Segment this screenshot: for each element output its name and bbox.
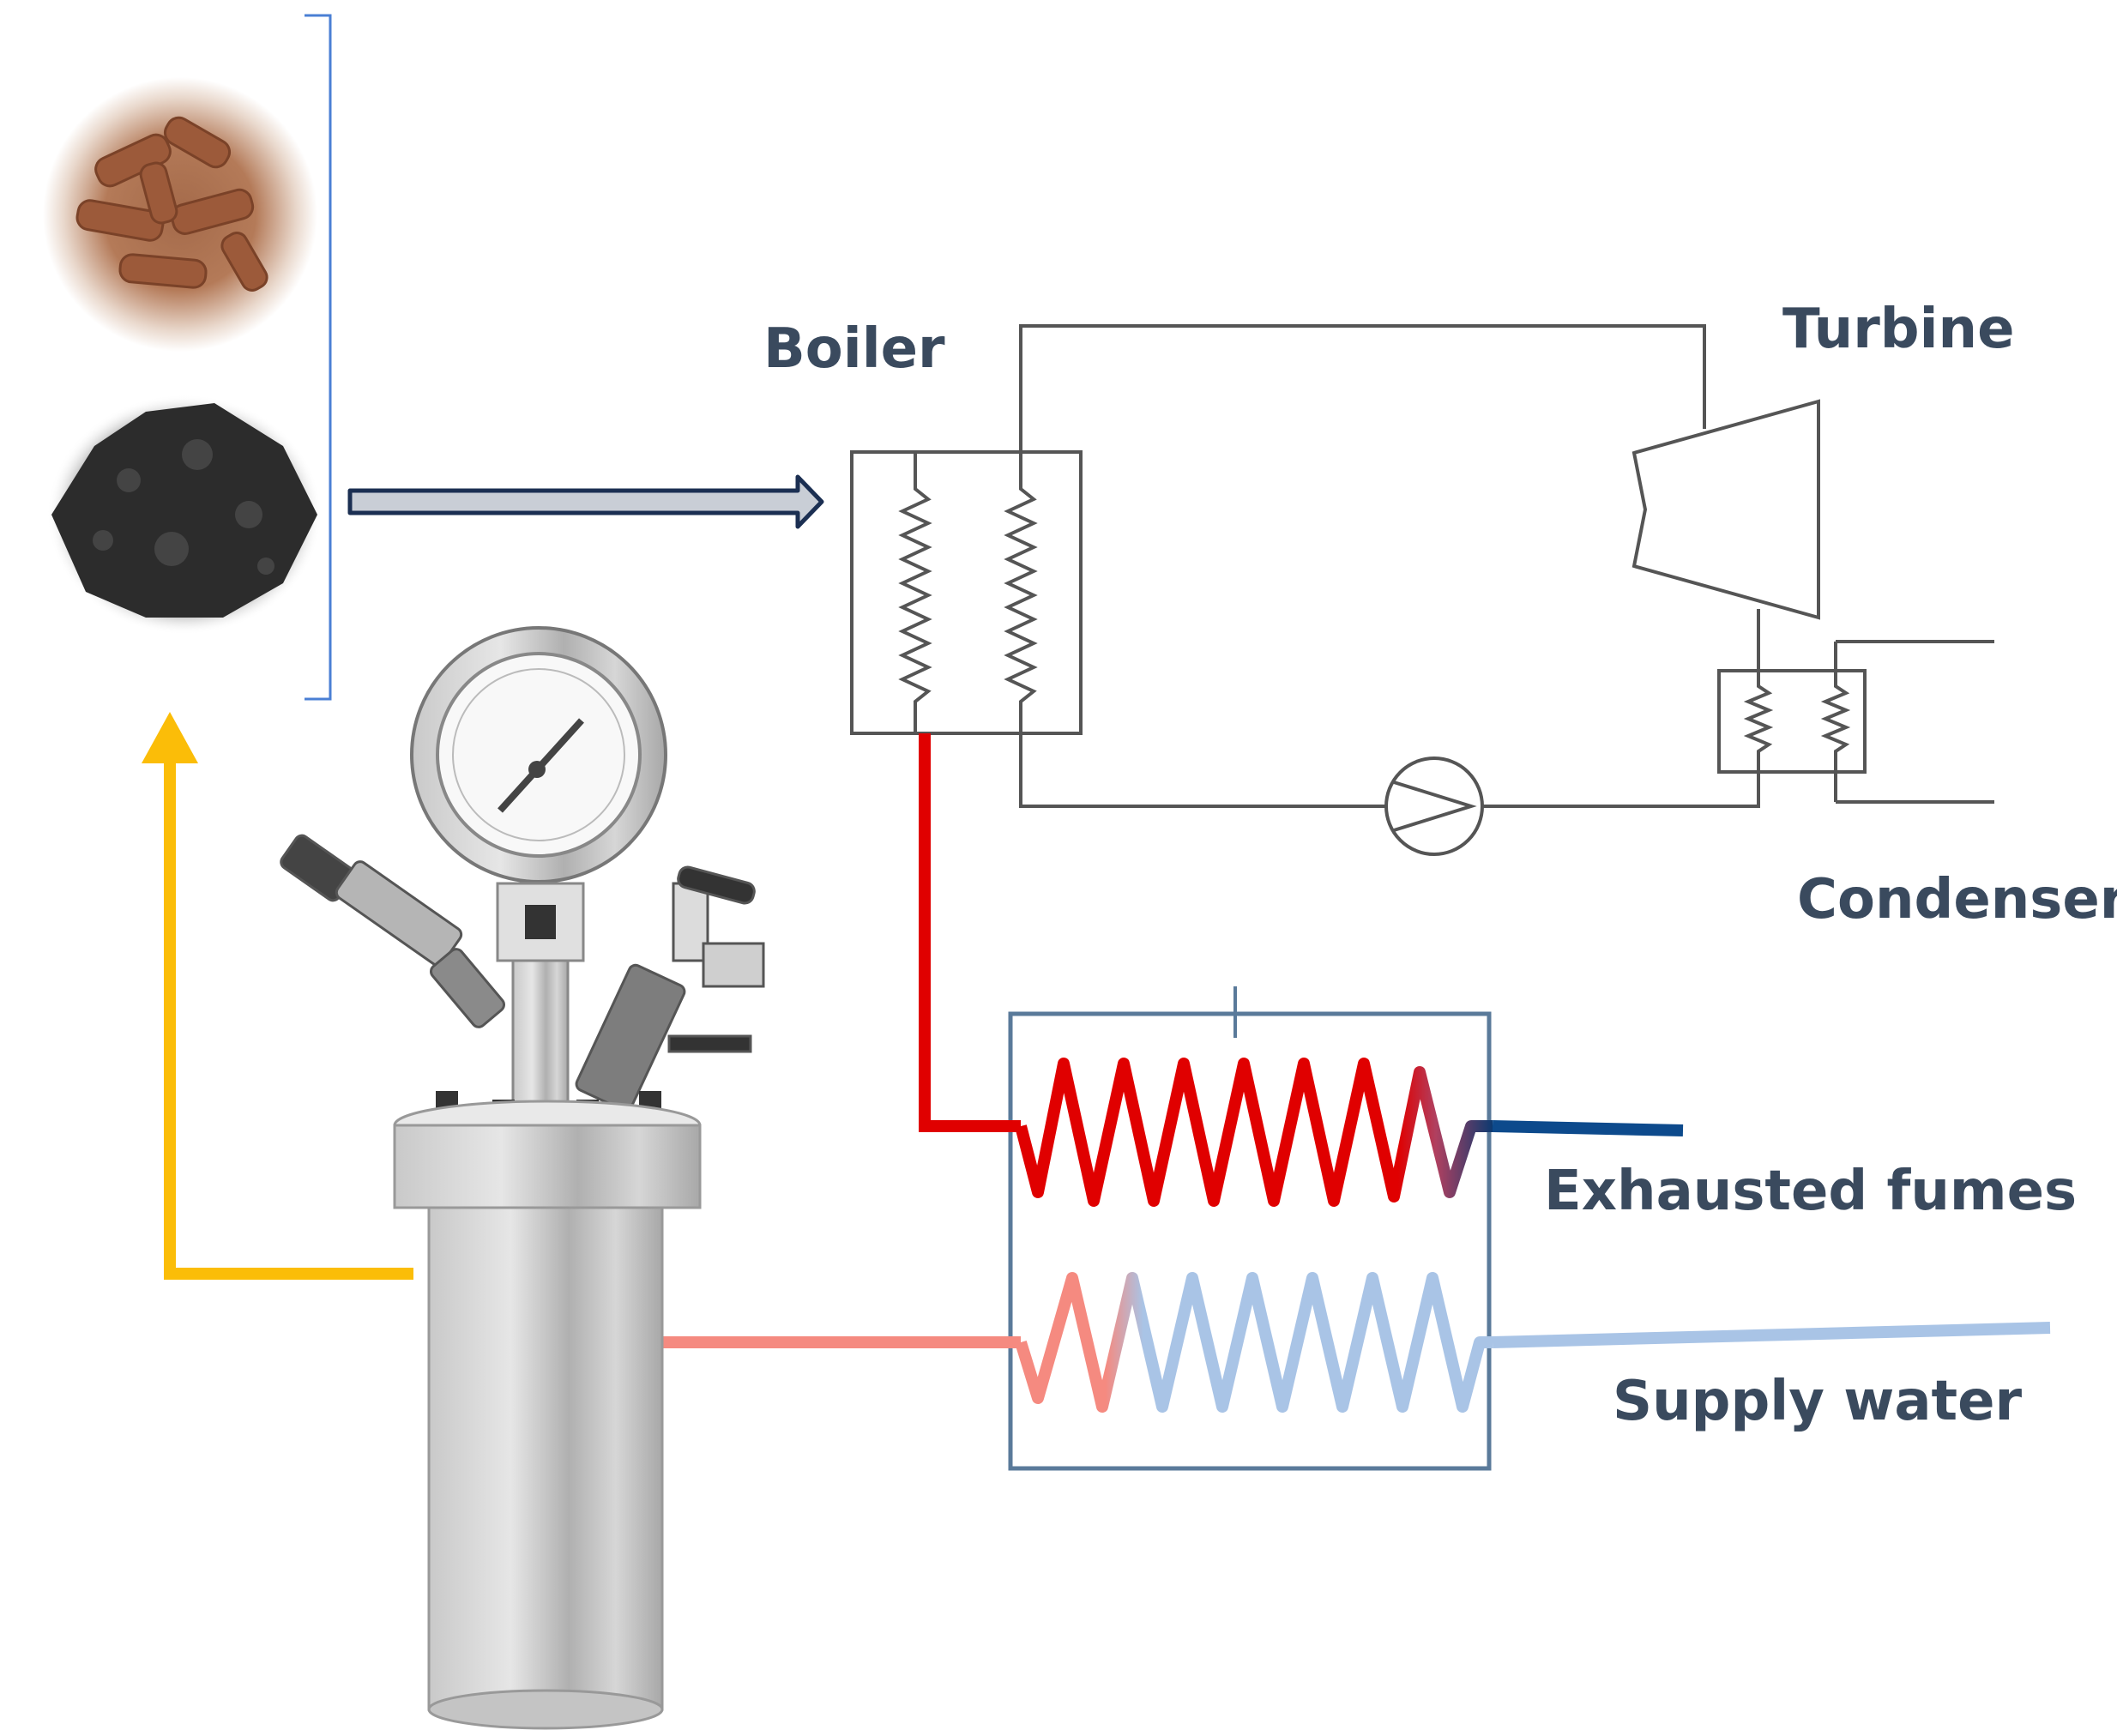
steam-circuit	[850, 324, 1994, 856]
boiler-label: Boiler	[763, 317, 945, 381]
exhausted-fumes-label: Exhausted fumes	[1544, 1160, 2077, 1223]
condenser-box	[1717, 669, 1867, 774]
supply-water-label: Supply water	[1613, 1370, 2023, 1433]
heat-exchanger	[654, 733, 2051, 1471]
pump-symbol	[1384, 756, 1484, 856]
condenser-coil-right	[1820, 642, 1851, 802]
product-bracket	[305, 14, 332, 701]
hot-gas-line	[919, 733, 1021, 1132]
boiler-coil-left	[898, 452, 932, 733]
boiler-box	[850, 450, 1083, 735]
condenser-coil-left	[1743, 671, 1774, 776]
exhaust-line	[1492, 1120, 1684, 1136]
turbine-symbol	[1631, 399, 1820, 620]
water-coil	[1015, 1272, 1493, 1413]
pressure-reactor-vessel	[280, 626, 765, 1730]
boiler-coil-right	[1004, 452, 1038, 733]
wood-pellets-photo	[43, 77, 317, 352]
product-return-arrow	[142, 712, 413, 1280]
supply-water-line	[1492, 1322, 2051, 1348]
hot-gas-coil	[1015, 1058, 1493, 1207]
turbine-label: Turbine	[1782, 298, 2014, 361]
feed-arrow	[347, 474, 824, 529]
hydrochar-powder-photo	[47, 395, 322, 635]
condenser-label: Condenser	[1797, 868, 2117, 931]
